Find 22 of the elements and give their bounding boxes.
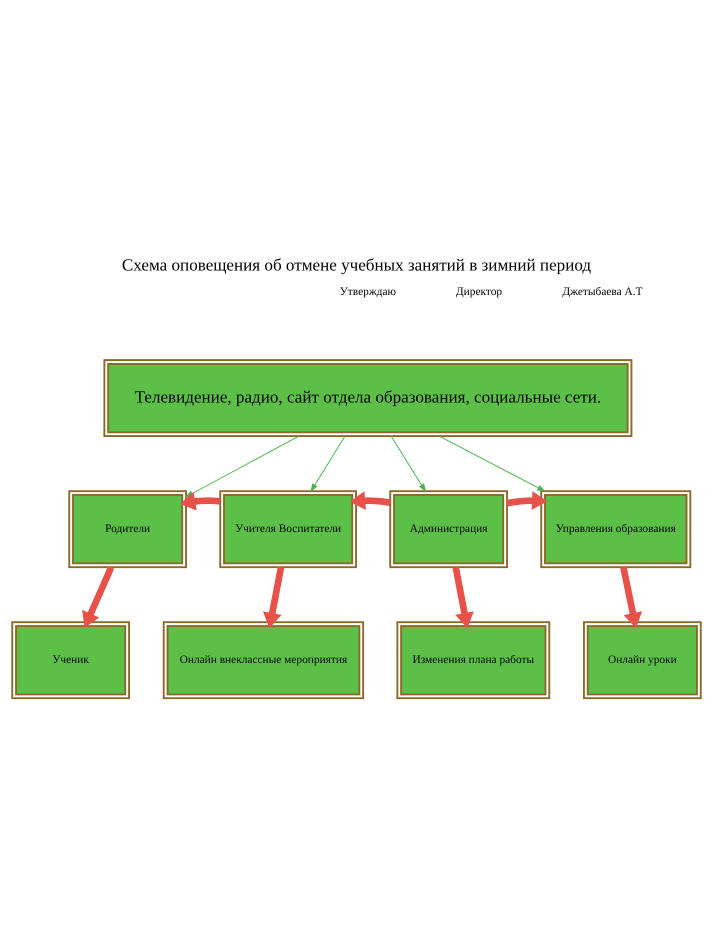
label: Утверждаю	[340, 286, 396, 298]
arrow	[438, 435, 546, 492]
arrow	[350, 490, 391, 510]
arrow	[82, 566, 114, 628]
arrow	[506, 490, 548, 510]
node-box: Онлайн внеклассные мероприятия	[162, 620, 364, 699]
arrow	[620, 566, 642, 628]
node-box: Управления образования	[540, 490, 692, 568]
diagram-title: Схема оповещения об отмене учебных занятий в зимний период	[122, 254, 592, 274]
arrow	[452, 566, 474, 628]
node-box: Онлайн уроки	[583, 620, 702, 699]
node-box: Родители	[68, 490, 187, 568]
arrow	[390, 435, 426, 492]
node-box: Телевидение, радио, сайт отдела образования, социальные сети.	[103, 358, 632, 437]
label: Директор	[456, 286, 502, 298]
node-box: Изменения плана работы	[396, 620, 550, 699]
arrow	[310, 435, 346, 492]
node-box: Ученик	[11, 620, 130, 699]
node-box: Администрация	[389, 490, 508, 568]
arrow	[263, 566, 284, 628]
label: Джетыбаева А.Т	[562, 286, 643, 298]
node-box: Учителя Воспитатели	[219, 490, 357, 568]
